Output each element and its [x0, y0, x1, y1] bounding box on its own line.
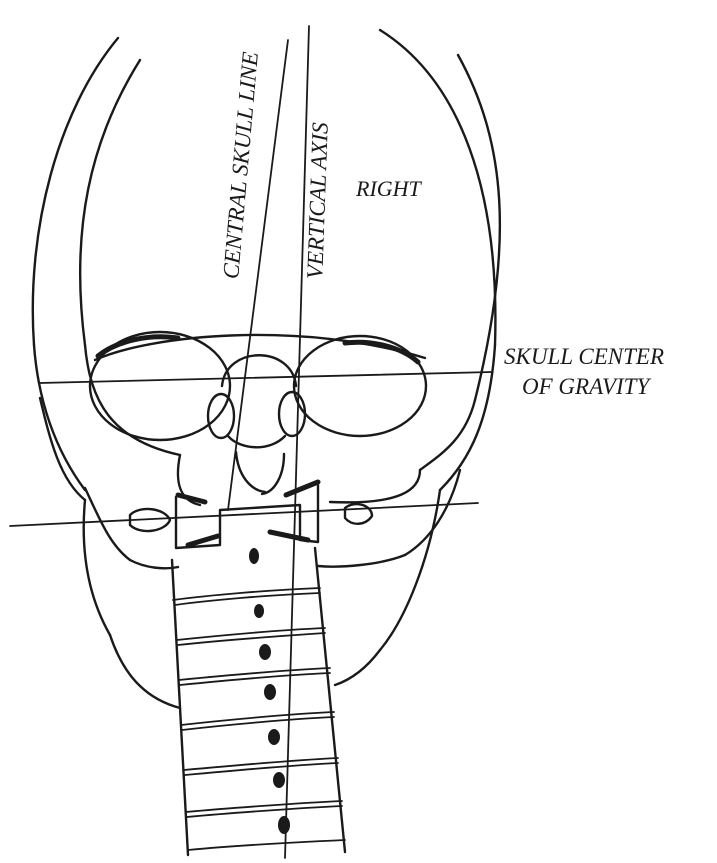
- skull-center-of-gravity-label-line2: OF GRAVITY: [522, 374, 651, 399]
- central-skull-line-label: CENTRAL SKULL LINE: [218, 51, 263, 280]
- right-orbit: [294, 336, 426, 436]
- skull-center-of-gravity-label-line1: SKULL CENTER: [504, 344, 664, 369]
- vertical-axis-line: [285, 26, 309, 858]
- lower-horizontal-line: [10, 503, 478, 526]
- right-label: RIGHT: [355, 176, 423, 201]
- vertical-axis-label: VERTICAL AXIS: [302, 121, 332, 279]
- cervical-spine: [172, 548, 345, 855]
